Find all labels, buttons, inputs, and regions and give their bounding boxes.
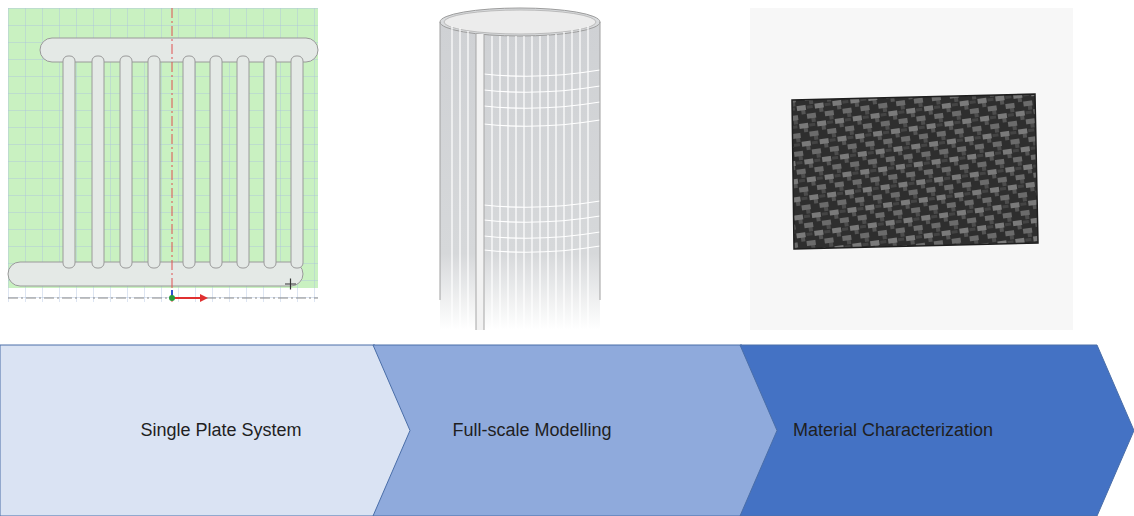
x-axis-arrow (172, 297, 200, 299)
chevron-outline (740, 345, 1134, 516)
top-channel (40, 38, 318, 62)
step-label: Single Plate System (140, 420, 301, 442)
channel (291, 56, 303, 268)
slit-edge (484, 34, 485, 330)
channel (63, 56, 75, 268)
axis-line (172, 8, 173, 302)
cylinder-rim (444, 10, 596, 34)
process-chevron: Material Characterization (740, 345, 1134, 516)
chevron-outline (0, 345, 413, 516)
channel (183, 56, 195, 268)
chevron-content: Material Characterization (792, 345, 994, 516)
channel (92, 56, 104, 268)
cylinder-edge (600, 22, 601, 300)
channel (148, 56, 160, 268)
carbon-plate (792, 94, 1038, 249)
cylinder-edge (440, 22, 441, 300)
sketch-grid (8, 8, 318, 302)
slit-edge (476, 34, 477, 330)
chevron-content: Single Plate System (139, 345, 302, 516)
cad-sketch (8, 8, 318, 302)
sketch-ground (8, 8, 318, 302)
channel (210, 56, 222, 268)
panel-seams (452, 26, 600, 330)
flow-channels (8, 38, 318, 286)
channel (264, 56, 276, 268)
step-label: Material Characterization (793, 420, 993, 442)
cylinder-slit (476, 34, 484, 330)
photo-ground (750, 8, 1073, 330)
cylinder-model (440, 8, 600, 330)
cylinder-body (440, 22, 600, 330)
process-chevron: Single Plate System (0, 345, 413, 516)
x-axis-arrow (200, 294, 208, 302)
sample-photo (750, 8, 1073, 330)
process-chevron: Full-scale Modelling (373, 345, 779, 516)
channel (237, 56, 249, 268)
step-label: Full-scale Modelling (452, 420, 611, 442)
cursor-mark (285, 279, 296, 290)
channel (120, 56, 132, 268)
chevron-outline (373, 345, 779, 516)
chevron-content: Full-scale Modelling (451, 345, 612, 516)
cylinder-top (440, 8, 600, 36)
origin-dot (169, 295, 175, 301)
axis-line (8, 298, 318, 299)
